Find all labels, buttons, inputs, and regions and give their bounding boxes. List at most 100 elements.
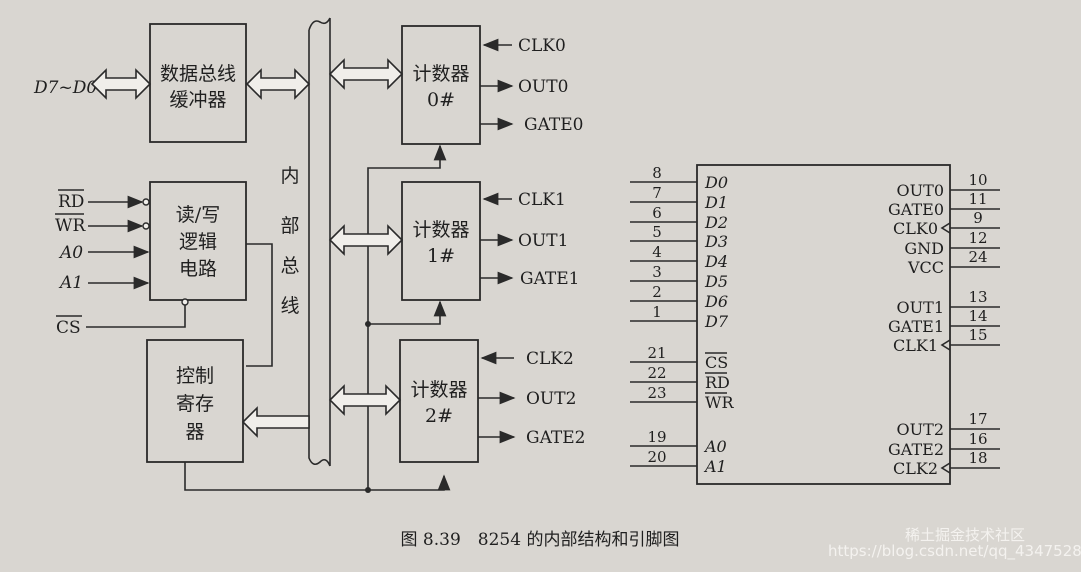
watermark-brand: 稀土掘金技术社区 bbox=[905, 526, 1025, 544]
right-pin-number: 10 bbox=[968, 171, 987, 189]
right-pin-number: 15 bbox=[968, 326, 987, 344]
out2-label: OUT2 bbox=[526, 389, 576, 409]
clock-triangle-icon bbox=[940, 222, 951, 234]
data-bus-label: D7~D0 bbox=[33, 78, 97, 98]
control-register-line1: 控制 bbox=[176, 365, 214, 387]
data-bus-double-arrow bbox=[90, 68, 152, 100]
cs-bubble bbox=[181, 298, 189, 306]
internal-bus-label-4: 线 bbox=[280, 295, 299, 317]
control-register-box bbox=[146, 339, 244, 463]
clk2-label: CLK2 bbox=[526, 349, 574, 369]
input-rd-label: RD bbox=[58, 192, 84, 212]
left-pin-number: 2 bbox=[652, 283, 662, 301]
gate1-label: GATE1 bbox=[520, 269, 580, 289]
bottom-control-line bbox=[184, 462, 445, 491]
figure-caption: 图 8.39 8254 的内部结构和引脚图 bbox=[401, 530, 680, 550]
left-pin-number: 7 bbox=[652, 184, 662, 202]
counter-0-number: 0# bbox=[427, 89, 455, 111]
counter-2-name: 计数器 bbox=[410, 379, 467, 401]
right-pin-name: CLK0 bbox=[893, 219, 938, 238]
counter-2-box bbox=[399, 339, 479, 463]
left-pin-number: 8 bbox=[652, 164, 662, 182]
counter-0-box bbox=[401, 25, 481, 145]
bus-counter0-arrow bbox=[328, 58, 404, 90]
left-pin-number: 20 bbox=[647, 448, 666, 466]
right-pin-number: 18 bbox=[968, 449, 987, 467]
out0-label: OUT0 bbox=[518, 77, 568, 97]
left-pin-name: D6 bbox=[704, 292, 728, 311]
left-pin-number: 19 bbox=[647, 428, 666, 446]
bus-counter1-arrow bbox=[328, 224, 404, 256]
control-register-line2: 寄存 bbox=[176, 393, 214, 415]
counter-1-number: 1# bbox=[427, 245, 455, 267]
control-register-line3: 器 bbox=[185, 421, 204, 443]
right-pin-name: GATE1 bbox=[888, 317, 944, 336]
left-pin-number: 6 bbox=[652, 204, 662, 222]
right-pin-name: CLK2 bbox=[893, 459, 938, 478]
internal-bus-label-3: 总 bbox=[280, 255, 299, 277]
gate-feed-1 bbox=[368, 300, 447, 325]
left-pin-number: 5 bbox=[652, 223, 662, 241]
input-cs-label: CS bbox=[56, 318, 81, 338]
clock-triangle-icon bbox=[940, 462, 951, 474]
rw-logic-box bbox=[149, 181, 247, 301]
rd-bubble bbox=[142, 198, 150, 206]
left-pin-name: D4 bbox=[704, 252, 728, 271]
right-pin-name: OUT2 bbox=[897, 420, 944, 439]
bus-counter2-arrow bbox=[328, 384, 402, 416]
left-pin-name: D0 bbox=[704, 173, 728, 192]
clk0-label: CLK0 bbox=[518, 36, 566, 56]
left-pin-name: D3 bbox=[704, 232, 728, 251]
gate-feed-0 bbox=[367, 144, 447, 490]
clk1-label: CLK1 bbox=[518, 190, 566, 210]
gate2-label: GATE2 bbox=[526, 428, 586, 448]
right-pin-name: OUT1 bbox=[897, 298, 944, 317]
input-wr-label: WR bbox=[55, 216, 86, 236]
rw-to-control-line bbox=[246, 243, 273, 367]
internal-bus-label-2: 部 bbox=[280, 215, 299, 237]
left-pin-name: RD bbox=[705, 373, 730, 392]
left-pin-name: WR bbox=[705, 393, 734, 412]
counter-1-box bbox=[401, 181, 481, 301]
left-pin-name: D5 bbox=[704, 272, 728, 291]
data-buffer-line1: 数据总线 bbox=[160, 63, 236, 85]
right-pin-name: CLK1 bbox=[893, 336, 938, 355]
cs-line bbox=[86, 305, 186, 328]
gate0-label: GATE0 bbox=[524, 115, 584, 135]
left-pin-name: CS bbox=[705, 353, 728, 372]
counter-2-number: 2# bbox=[425, 405, 453, 427]
watermark-url: https://blog.csdn.net/qq_43475285 bbox=[828, 542, 1081, 561]
left-pin-name: D2 bbox=[704, 213, 728, 232]
right-pin-name: OUT0 bbox=[897, 181, 944, 200]
left-pin-number: 1 bbox=[652, 303, 662, 321]
right-pin-name: GATE0 bbox=[888, 200, 944, 219]
left-pin-number: 4 bbox=[652, 243, 662, 261]
bus-control-arrow bbox=[241, 406, 310, 438]
right-pin-name: GND bbox=[904, 239, 944, 258]
clock-triangle-icon bbox=[940, 339, 951, 351]
counter-1-name: 计数器 bbox=[412, 219, 469, 241]
data-bus-buffer bbox=[149, 23, 247, 143]
right-pin-name: GATE2 bbox=[888, 440, 944, 459]
wr-bubble bbox=[142, 222, 150, 230]
right-pin-number: 17 bbox=[968, 410, 987, 428]
input-a1-label: A1 bbox=[58, 273, 83, 293]
right-pin-name: VCC bbox=[907, 258, 944, 277]
out1-label: OUT1 bbox=[518, 231, 568, 251]
right-pin-number: 14 bbox=[968, 307, 987, 325]
input-a0-label: A0 bbox=[58, 243, 83, 263]
right-pin-number: 12 bbox=[968, 229, 987, 247]
left-pin-name: D1 bbox=[704, 193, 728, 212]
left-pin-number: 3 bbox=[652, 263, 662, 281]
left-pin-number: 22 bbox=[647, 364, 666, 382]
right-pin-number: 13 bbox=[968, 288, 987, 306]
right-pin-number: 24 bbox=[968, 248, 987, 266]
right-pin-number: 11 bbox=[968, 190, 987, 208]
left-pin-name: A1 bbox=[703, 457, 727, 476]
rw-logic-line1: 读/写 bbox=[176, 204, 220, 226]
right-pin-number: 9 bbox=[973, 209, 983, 227]
